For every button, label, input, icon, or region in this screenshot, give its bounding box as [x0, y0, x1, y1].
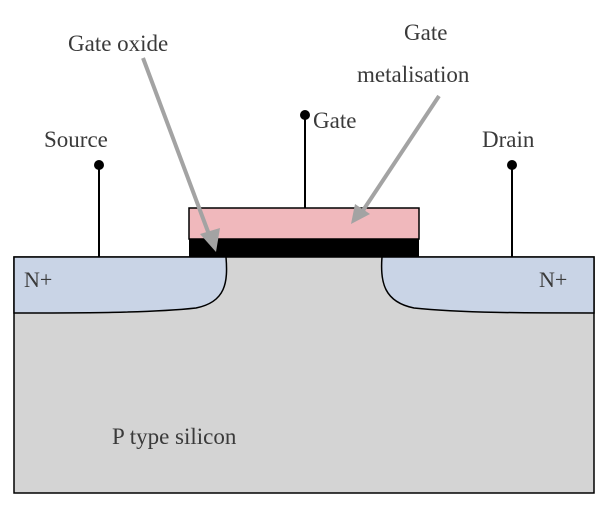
n-plus-region-right	[380, 256, 595, 314]
n-plus-right-label: N+	[539, 267, 567, 292]
p-type-silicon-label: P type silicon	[112, 424, 237, 449]
gate-oxide-label: Gate oxide	[68, 31, 168, 56]
gate-oxide-layer	[189, 239, 419, 257]
gate-metalisation-layer	[188, 207, 420, 240]
source-terminal-dot	[94, 160, 104, 170]
gate-label: Gate	[313, 108, 356, 133]
gate-oxide-leader-arrow	[141, 57, 220, 252]
gate-metalisation-leader-arrow	[351, 94, 441, 224]
gate-terminal	[300, 110, 310, 208]
source-terminal	[94, 160, 104, 257]
n-plus-left-label: N+	[24, 267, 52, 292]
drain-terminal-dot	[507, 160, 517, 170]
gate-metalisation-label-line1: Gate	[404, 20, 447, 45]
source-label: Source	[44, 127, 108, 152]
drain-label: Drain	[482, 127, 535, 152]
drain-terminal	[507, 160, 517, 257]
n-plus-region-left	[13, 256, 228, 314]
gate-terminal-dot	[300, 110, 310, 120]
gate-metalisation-label-line2: metalisation	[357, 62, 470, 87]
